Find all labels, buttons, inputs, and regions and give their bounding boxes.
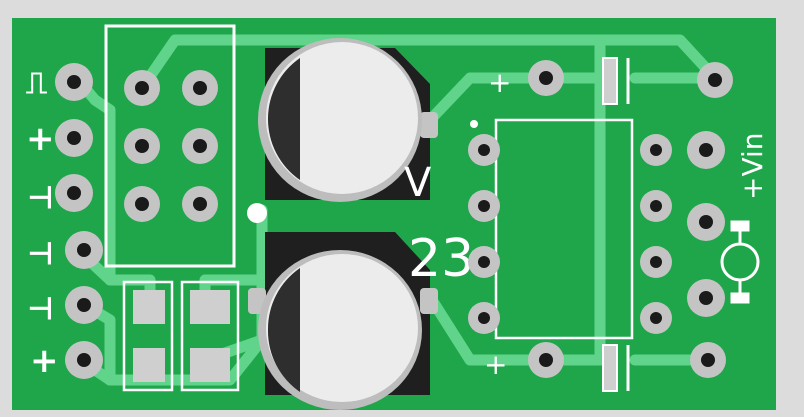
film-capacitor-bottom: + (484, 342, 726, 392)
partial-label-v: V (404, 160, 432, 206)
label-pulse: ⎍ (26, 66, 47, 101)
film-capacitor-top: + (488, 57, 733, 105)
smd-resistors (122, 280, 240, 392)
header-2x3-outline (104, 24, 236, 268)
label-plus-1: + (26, 119, 55, 159)
vin-label: +Vin (736, 132, 769, 200)
pin1-dot-icon (470, 120, 478, 128)
ic-pads (468, 134, 672, 334)
cap-bottom-plus-label: + (484, 348, 507, 381)
motor-icon (720, 220, 760, 304)
cap-top-plus-label: + (488, 66, 511, 99)
label-gnd-3: ⊥ (24, 295, 59, 322)
fiducial-dot (247, 203, 267, 223)
label-gnd-1: ⊥ (24, 184, 59, 211)
label-gnd-2: ⊥ (24, 240, 59, 267)
ic-outline (494, 118, 634, 340)
label-plus-2: + (30, 341, 59, 381)
capacitor-bottom (248, 232, 438, 410)
header-2x3-pads (124, 70, 218, 222)
right-pads (687, 131, 725, 317)
capacitor-top (258, 38, 438, 202)
partial-label-23: 23 (408, 229, 474, 289)
left-header (55, 63, 103, 379)
